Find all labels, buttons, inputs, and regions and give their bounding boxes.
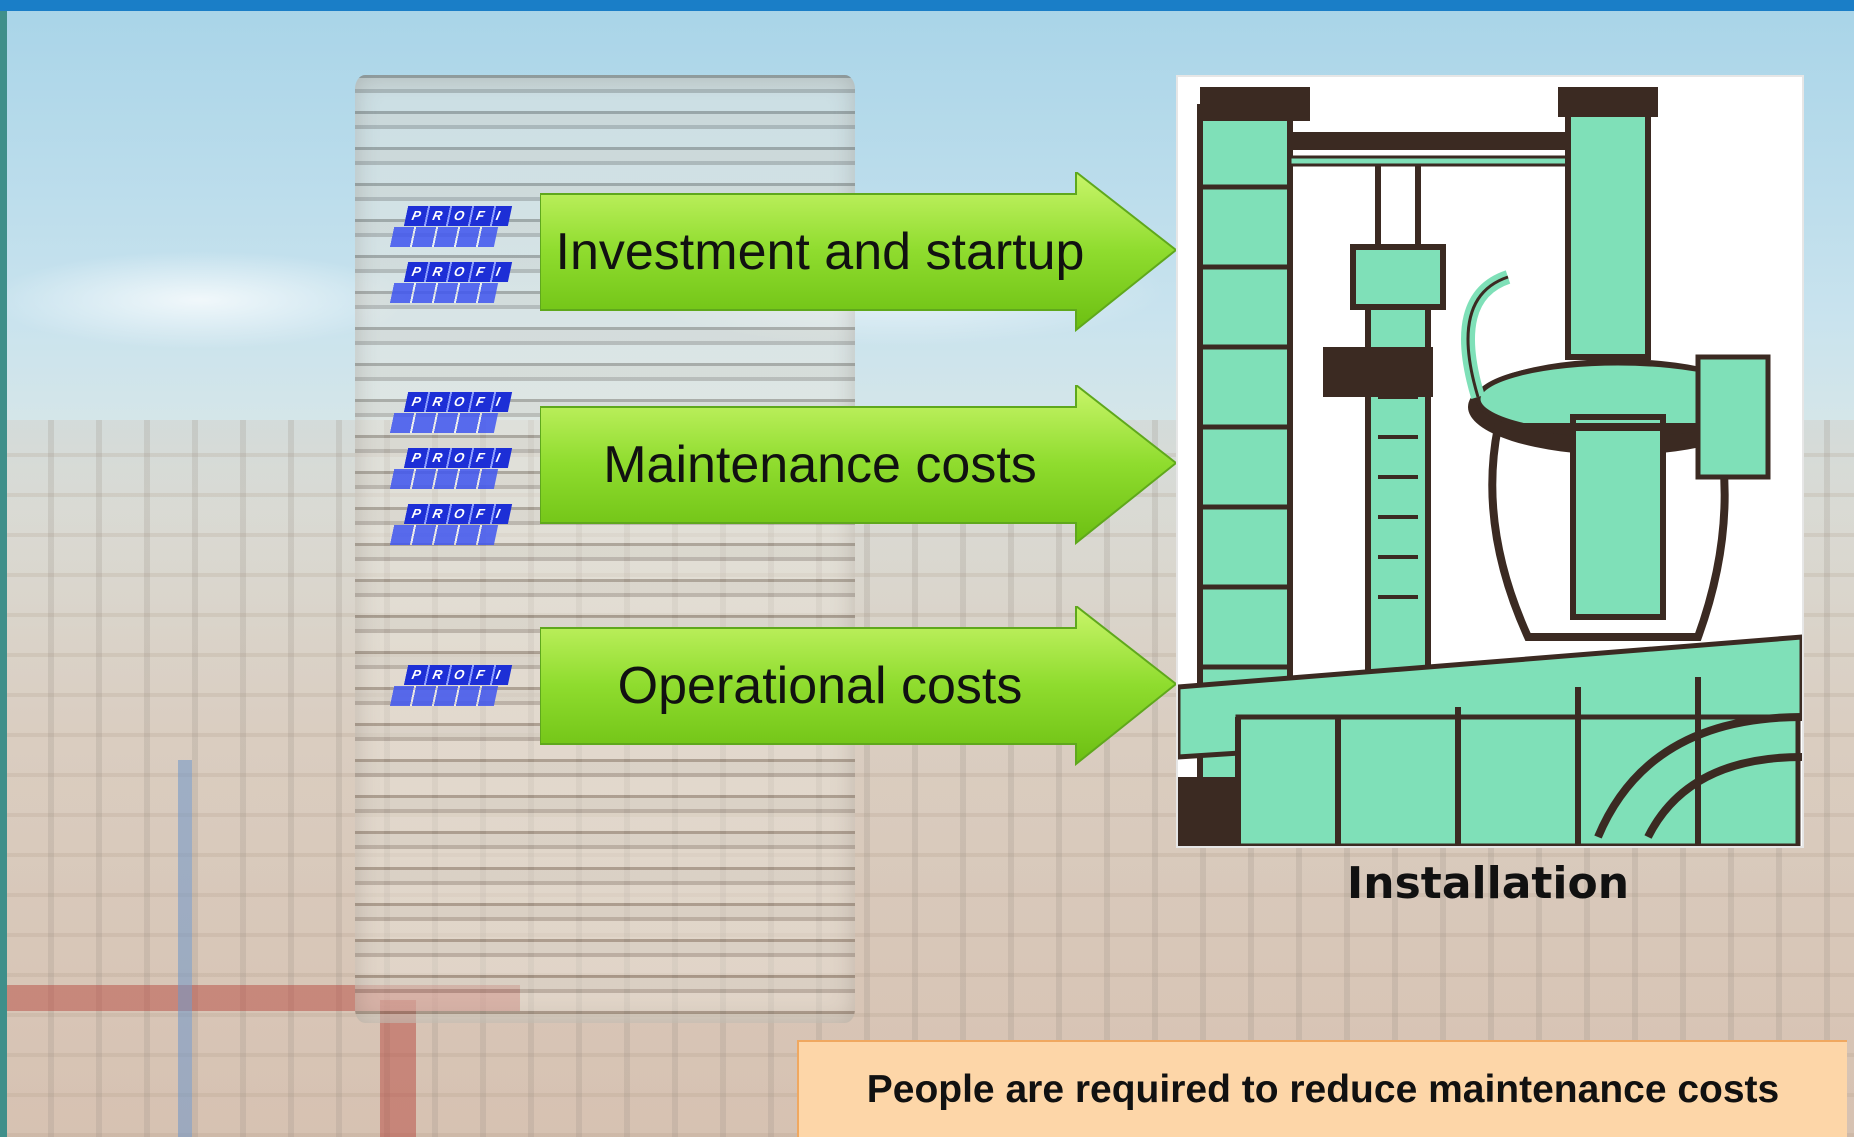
profi-logo: PROFI [389,504,513,546]
arrow-label: Operational costs [617,657,1023,715]
arrow-shape [540,385,1176,545]
refinery-drawing [1178,87,1802,846]
callout-box: People are required to reduce maintenanc… [797,1040,1847,1137]
arrow-shape [540,172,1176,332]
profi-logo: PROFI [389,392,513,434]
maintenance-arrow: Maintenance costs [540,385,1176,545]
arrow-label: Investment and startup [555,223,1085,281]
profi-logo: PROFI [389,448,513,490]
operational-arrow: Operational costs [540,606,1176,766]
investment-arrow: Investment and startup [540,172,1176,332]
callout-text: People are required to reduce maintenanc… [866,1067,1780,1111]
arrow-label: Maintenance costs [603,436,1037,494]
background-blue-pipe [178,760,192,1137]
left-accent-bar [0,11,7,1137]
installation-illustration [1176,75,1804,848]
profi-logo: PROFI [389,206,513,248]
profi-logo: PROFI [389,665,513,707]
title-bar [0,0,1854,11]
arrow-shape [540,606,1176,766]
profi-logo: PROFI [389,262,513,304]
installation-caption: Installation [1346,858,1630,909]
